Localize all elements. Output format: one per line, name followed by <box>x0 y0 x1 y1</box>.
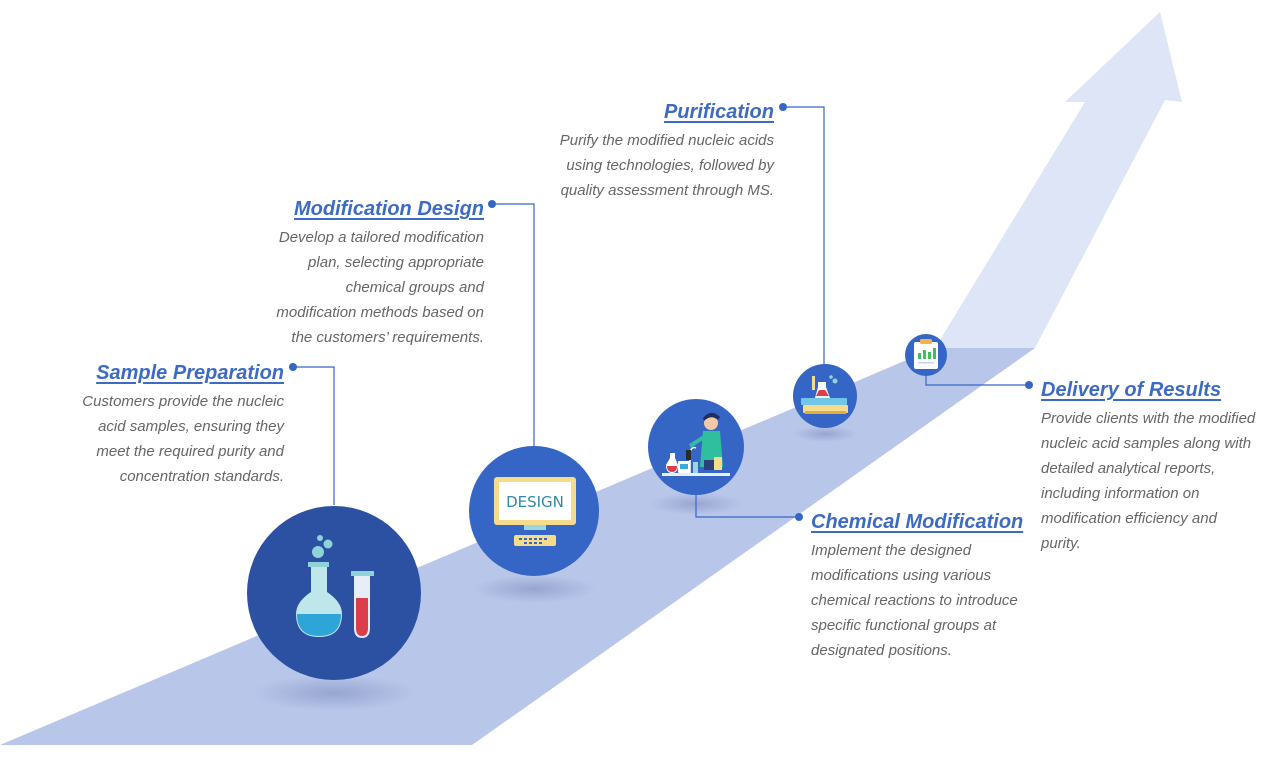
modification-design-title: Modification Design <box>294 198 484 220</box>
design-monitor-icon: DESIGN <box>469 446 599 576</box>
sample-preparation-description: Customers provide the nucleic acid sampl… <box>82 393 284 485</box>
books-flask-icon <box>793 364 857 428</box>
design-monitor-text: DESIGN <box>506 493 564 511</box>
sample-preparation-title: Sample Preparation <box>96 362 284 384</box>
connectors <box>293 106 1029 518</box>
delivery-of-results-description: Provide clients with the modified nuclei… <box>1041 410 1256 552</box>
shadow <box>472 575 596 603</box>
delivery-of-results-title: Delivery of Results <box>1041 379 1222 401</box>
purification-title: Purification <box>663 101 774 123</box>
clipboard-chart-icon <box>905 334 947 376</box>
shadow <box>793 426 857 442</box>
flask-test-tube-icon <box>247 506 421 680</box>
modification-design-description: Develop a tailored modification plan, se… <box>276 229 484 346</box>
connector-chemical-modification <box>695 495 799 518</box>
purification-description: Purify the modified nucleic acids using … <box>559 132 774 199</box>
shadow <box>252 675 416 711</box>
scientist-lab-icon <box>648 399 744 495</box>
connector-modification-design <box>492 203 535 447</box>
connector-purification <box>783 106 825 365</box>
connector-delivery-of-results <box>925 372 1029 386</box>
chemical-modification-description: Implement the designed modifications usi… <box>811 542 1018 659</box>
chemical-modification-title: Chemical Modification <box>811 511 1024 533</box>
connector-dots <box>289 103 1033 521</box>
upward-arrow <box>935 12 1182 348</box>
connector-sample-preparation <box>293 366 335 505</box>
